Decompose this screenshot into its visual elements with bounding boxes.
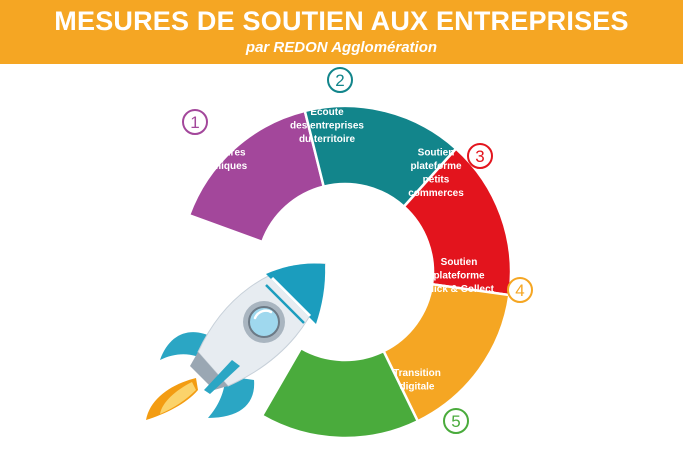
badge-circle bbox=[467, 143, 493, 169]
step-number: 5 bbox=[451, 412, 460, 431]
step-label-line: économiques bbox=[183, 161, 248, 172]
step-label-line: Click & Collect bbox=[424, 284, 495, 295]
step-number-badge-1: 1 bbox=[182, 109, 208, 135]
page-subtitle: par REDON Agglomération bbox=[245, 39, 438, 56]
step-number: 3 bbox=[475, 147, 484, 166]
step-label-line: Soutien bbox=[441, 257, 478, 268]
step-label-line: petits bbox=[423, 174, 450, 185]
step-label-line: commerces bbox=[408, 188, 464, 199]
step-label-line: Lettre bbox=[201, 120, 229, 131]
step-label-line: plateforme bbox=[433, 271, 485, 282]
step-label-line: Transition bbox=[393, 368, 441, 379]
arc-segment-5 bbox=[260, 346, 420, 440]
step-label-line: Soutien bbox=[418, 147, 455, 158]
step-label-line: Ecoute bbox=[310, 107, 344, 118]
step-number-badge-4: 4 bbox=[507, 277, 533, 303]
step-number: 2 bbox=[335, 71, 344, 90]
badge-circle bbox=[443, 408, 469, 434]
badge-circle bbox=[182, 109, 208, 135]
step-label-line: digitale bbox=[399, 381, 434, 392]
step-number: 4 bbox=[515, 281, 524, 300]
step-number: 1 bbox=[190, 113, 199, 132]
step-label-2: Ecoute des entreprises du territoire bbox=[290, 107, 364, 145]
step-number-badge-2: 2 bbox=[327, 67, 353, 93]
step-label-3: Soutien plateforme petits commerces bbox=[408, 147, 464, 199]
step-label-1: Lettre de synthèse des mesures économiques bbox=[183, 120, 248, 172]
step-number-badge-5: 5 bbox=[443, 408, 469, 434]
step-label-line: plateforme bbox=[410, 161, 462, 172]
step-number-badge-3: 3 bbox=[467, 143, 493, 169]
step-label-line: des entreprises bbox=[290, 121, 364, 132]
step-label-line: du territoire bbox=[299, 134, 356, 145]
arc-segments: Lettre de synthèse des mesures économiques 1… bbox=[182, 67, 533, 440]
badge-circle bbox=[507, 277, 533, 303]
step-label-5: Transition digitale bbox=[393, 368, 441, 393]
page-title: MESURES DE SOUTIEN AUX ENTREPRISES bbox=[54, 6, 629, 36]
header-banner: MESURES DE SOUTIEN AUX ENTREPRISES par R… bbox=[0, 0, 683, 64]
badge-circle bbox=[327, 67, 353, 93]
step-label-line: des mesures bbox=[184, 147, 246, 158]
step-label-line: de synthèse bbox=[186, 134, 244, 145]
rocket-icon bbox=[146, 263, 326, 420]
